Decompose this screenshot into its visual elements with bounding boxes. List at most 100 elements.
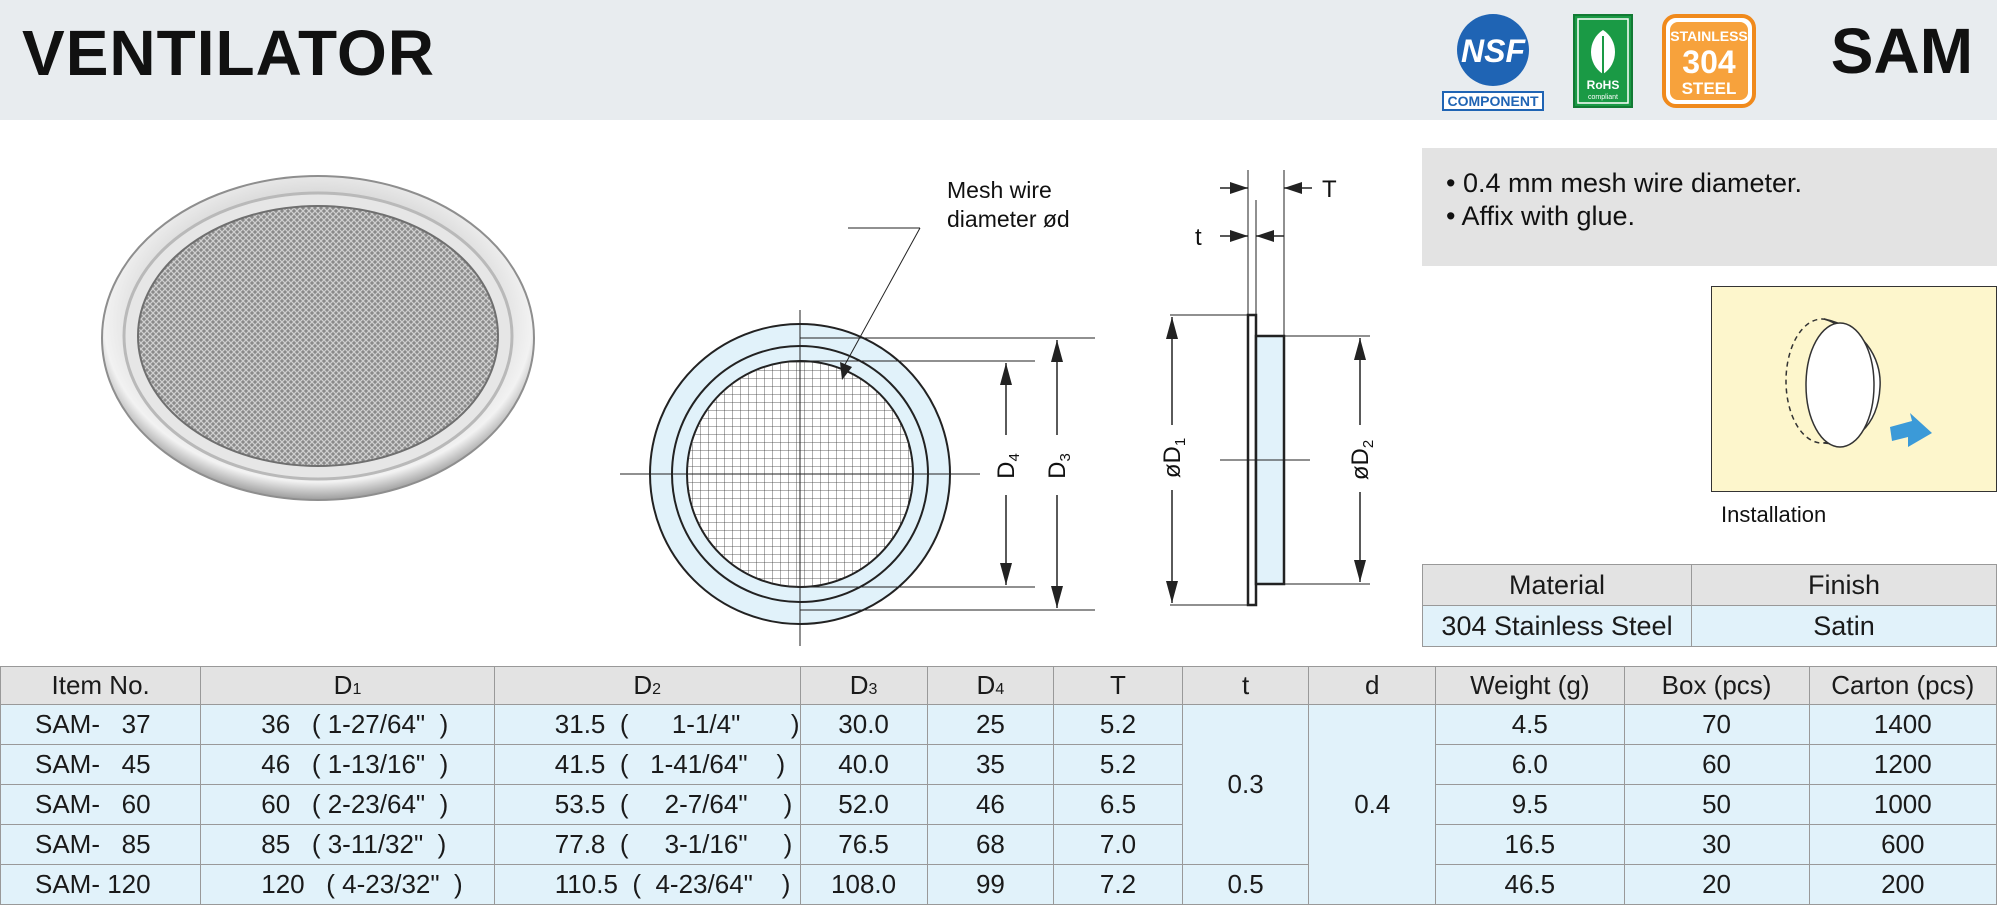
ss-line2-text: 304 <box>1682 44 1736 80</box>
carton-cell: 1400 <box>1808 704 1997 745</box>
rohs-badge: RoHS compliant <box>1573 14 1633 108</box>
item-no-cell: SAM- 60 <box>0 784 202 825</box>
header-t: t <box>1181 666 1310 705</box>
header-weight: Weight (g) <box>1435 666 1625 705</box>
nsf-component-badge: NSF COMPONENT <box>1442 14 1544 111</box>
box-cell: 60 <box>1623 744 1810 785</box>
weight-cell: 16.5 <box>1435 824 1625 865</box>
item-no-cell: SAM- 120 <box>0 864 202 905</box>
callout-line1: Mesh wire <box>947 177 1052 203</box>
material-value: 304 Stainless Steel <box>1422 605 1692 647</box>
carton-cell: 200 <box>1808 864 1997 905</box>
d2-cell: 110.5 ( 4-23/64" ) <box>493 864 801 905</box>
dim-d4-label: D4 <box>993 453 1023 479</box>
installation-diagram <box>1785 318 1932 448</box>
item-no-cell: SAM- 85 <box>0 824 202 865</box>
t-cell-group: 0.3 <box>1181 704 1310 865</box>
nsf-caption-text: COMPONENT <box>1448 93 1539 109</box>
T-cell: 7.0 <box>1053 824 1183 865</box>
leaf-icon <box>1591 30 1615 76</box>
header-d: d <box>1308 666 1437 705</box>
arrow-icon <box>1890 413 1932 447</box>
installation-label: Installation <box>1721 502 1827 527</box>
material-finish-table: Material Finish 304 Stainless Steel Sati… <box>1422 564 1997 647</box>
t-cell: 0.5 <box>1181 864 1310 905</box>
header-d2: D2 <box>493 666 801 705</box>
header-d3: D3 <box>799 666 928 705</box>
dim-d1-label: øD1 <box>1159 438 1189 478</box>
table-row: SAM- 60 60 ( 2-23/64" ) 53.5 ( 2-7/64" )… <box>0 784 1997 825</box>
series-code: SAM <box>1830 15 1973 87</box>
T-cell: 6.5 <box>1053 784 1183 825</box>
d4-cell: 46 <box>926 784 1055 825</box>
nsf-mark-text: NSF <box>1461 33 1526 69</box>
product-photo <box>101 175 535 501</box>
ss-line3-text: STEEL <box>1682 79 1737 98</box>
header-T: T <box>1053 666 1183 705</box>
d1-cell: 120 ( 4-23/32" ) <box>200 864 495 905</box>
d-cell-group: 0.4 <box>1308 704 1437 905</box>
d2-cell: 31.5 ( 1-1/4" ) <box>493 704 801 745</box>
d3-cell: 30.0 <box>799 704 928 745</box>
box-cell: 20 <box>1623 864 1810 905</box>
installation-illustration <box>1711 286 1997 492</box>
header-bar: VENTILATOR NSF COMPONENT RoHS compliant … <box>0 0 1997 120</box>
d3-cell: 52.0 <box>799 784 928 825</box>
page-title: VENTILATOR <box>22 17 435 89</box>
header-box: Box (pcs) <box>1623 666 1810 705</box>
dim-t-upper-label: T <box>1322 176 1337 203</box>
box-cell: 70 <box>1623 704 1810 745</box>
dim-d3-label: D3 <box>1044 453 1074 479</box>
d4-cell: 25 <box>926 704 1055 745</box>
d1-cell: 85 ( 3-11/32" ) <box>200 824 495 865</box>
d2-cell: 41.5 ( 1-41/64" ) <box>493 744 801 785</box>
callout-line2: diameter ød <box>947 206 1070 232</box>
table-row: SAM- 45 46 ( 1-13/16" ) 41.5 ( 1-41/64" … <box>0 744 1997 785</box>
table-row: SAM- 120 120 ( 4-23/32" ) 110.5 ( 4-23/6… <box>0 864 1997 905</box>
carton-cell: 1000 <box>1808 784 1997 825</box>
dim-d2-label: øD2 <box>1347 440 1377 480</box>
stainless-304-badge: STAINLESS 304 STEEL <box>1662 14 1756 108</box>
d3-cell: 76.5 <box>799 824 928 865</box>
note-item: • 0.4 mm mesh wire diameter. <box>1446 168 1803 198</box>
weight-cell: 46.5 <box>1435 864 1625 905</box>
rohs-sub-text: compliant <box>1588 94 1618 101</box>
front-view-drawing: D4 D3 Mesh wire diameter ød <box>620 177 1095 646</box>
d4-cell: 35 <box>926 744 1055 785</box>
d3-cell: 40.0 <box>799 744 928 785</box>
note-item: • Affix with glue. <box>1446 201 1636 231</box>
item-no-cell: SAM- 45 <box>0 744 202 785</box>
material-header: Material <box>1422 564 1692 606</box>
T-cell: 5.2 <box>1053 704 1183 745</box>
weight-cell: 4.5 <box>1435 704 1625 745</box>
weight-cell: 6.0 <box>1435 744 1625 785</box>
d2-cell: 53.5 ( 2-7/64" ) <box>493 784 801 825</box>
ss-line1-text: STAINLESS <box>1670 28 1748 44</box>
header-d1: D1 <box>200 666 495 705</box>
feature-notes: • 0.4 mm mesh wire diameter. • Affix wit… <box>1422 148 1997 266</box>
side-view-drawing: øD1 øD2 T t <box>1159 170 1377 607</box>
rohs-main-text: RoHS <box>1587 78 1620 92</box>
table-row: SAM- 37 36 ( 1-27/64" ) 31.5 ( 1-1/4" ) … <box>0 704 1997 905</box>
header-carton: Carton (pcs) <box>1808 666 1997 705</box>
box-cell: 30 <box>1623 824 1810 865</box>
d1-cell: 36 ( 1-27/64" ) <box>200 704 495 745</box>
box-cell: 50 <box>1623 784 1810 825</box>
carton-cell: 1200 <box>1808 744 1997 785</box>
d1-cell: 60 ( 2-23/64" ) <box>200 784 495 825</box>
finish-value: Satin <box>1691 605 1997 647</box>
d3-cell: 108.0 <box>799 864 928 905</box>
d4-cell: 68 <box>926 824 1055 865</box>
d2-cell: 77.8 ( 3-1/16" ) <box>493 824 801 865</box>
header-item-no: Item No. <box>0 666 202 705</box>
finish-header: Finish <box>1691 564 1997 606</box>
T-cell: 7.2 <box>1053 864 1183 905</box>
d1-cell: 46 ( 1-13/16" ) <box>200 744 495 785</box>
spec-table: Item No. D1 D2 D3 D4 T t d Weight (g) Bo… <box>0 666 1997 905</box>
spec-header-row: Item No. D1 D2 D3 D4 T t d Weight (g) Bo… <box>0 666 1997 705</box>
weight-cell: 9.5 <box>1435 784 1625 825</box>
carton-cell: 600 <box>1808 824 1997 865</box>
d4-cell: 99 <box>926 864 1055 905</box>
dim-t-lower-label: t <box>1195 224 1202 251</box>
header-d4: D4 <box>926 666 1055 705</box>
